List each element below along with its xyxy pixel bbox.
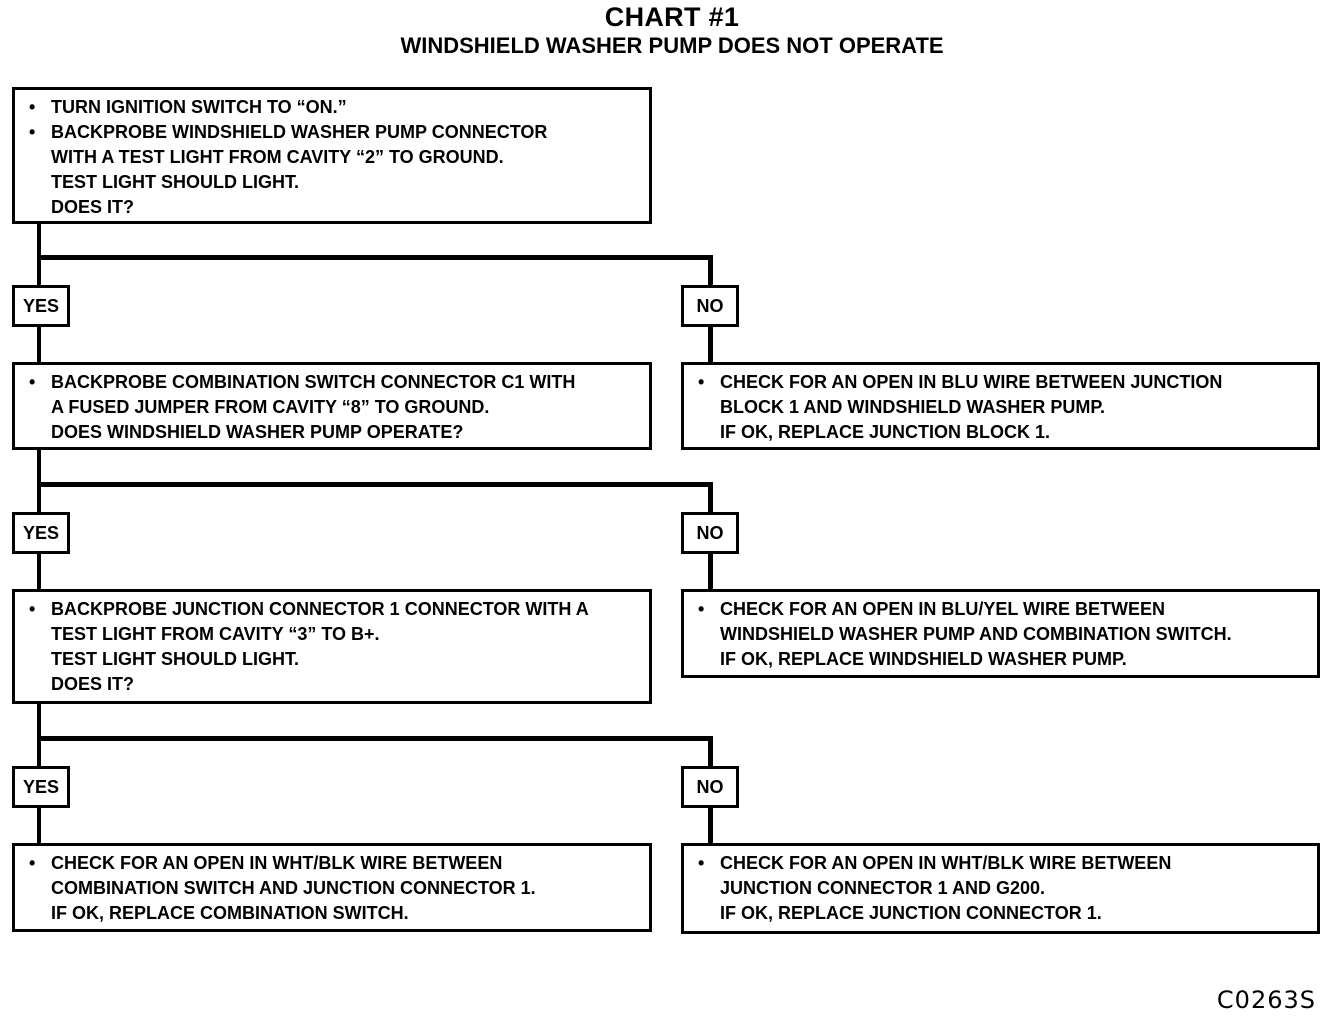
connector-line [37,325,41,365]
figure-code: C0263S [1216,986,1316,1014]
connector-line [708,482,713,514]
step3-yes-box: BACKPROBE JUNCTION CONNECTOR 1 CONNECTOR… [12,589,652,704]
no-label: NO [681,512,739,554]
connector-line [708,736,713,768]
connector-line [37,552,41,592]
chart-subtitle: WINDSHIELD WASHER PUMP DOES NOT OPERATE [400,33,944,58]
step3-yes-bullet: BACKPROBE JUNCTION CONNECTOR 1 CONNECTOR… [15,597,649,697]
no-label: NO [681,285,739,327]
connector-line [708,552,713,592]
step4-no-box: CHECK FOR AN OPEN IN WHT/BLK WIRE BETWEE… [681,843,1320,934]
connector-line [37,702,41,768]
no-label: NO [681,766,739,808]
step4-yes-box: CHECK FOR AN OPEN IN WHT/BLK WIRE BETWEE… [12,843,652,932]
step3-no-bullet: CHECK FOR AN OPEN IN BLU/YEL WIRE BETWEE… [684,597,1317,672]
step1-bullet-1: TURN IGNITION SWITCH TO “ON.” [15,95,649,120]
connector-line [37,806,41,846]
connector-line [37,255,713,260]
step1-bullet-2: BACKPROBE WINDSHIELD WASHER PUMP CONNECT… [15,120,649,220]
connector-line [37,736,713,741]
connector-line [37,482,713,487]
step2-yes-bullet: BACKPROBE COMBINATION SWITCH CONNECTOR C… [15,370,649,445]
step4-yes-bullet: CHECK FOR AN OPEN IN WHT/BLK WIRE BETWEE… [15,851,649,926]
step2-yes-box: BACKPROBE COMBINATION SWITCH CONNECTOR C… [12,362,652,450]
yes-label: YES [12,285,70,327]
step3-no-box: CHECK FOR AN OPEN IN BLU/YEL WIRE BETWEE… [681,589,1320,678]
step1-box: TURN IGNITION SWITCH TO “ON.” BACKPROBE … [12,87,652,224]
connector-line [708,325,713,365]
chart-title: CHART #1 [604,2,740,32]
connector-line [37,448,41,514]
connector-line [708,255,713,288]
step4-no-bullet: CHECK FOR AN OPEN IN WHT/BLK WIRE BETWEE… [684,851,1317,926]
yes-label: YES [12,512,70,554]
connector-line [708,806,713,846]
step2-no-box: CHECK FOR AN OPEN IN BLU WIRE BETWEEN JU… [681,362,1320,450]
yes-label: YES [12,766,70,808]
step2-no-bullet: CHECK FOR AN OPEN IN BLU WIRE BETWEEN JU… [684,370,1317,445]
